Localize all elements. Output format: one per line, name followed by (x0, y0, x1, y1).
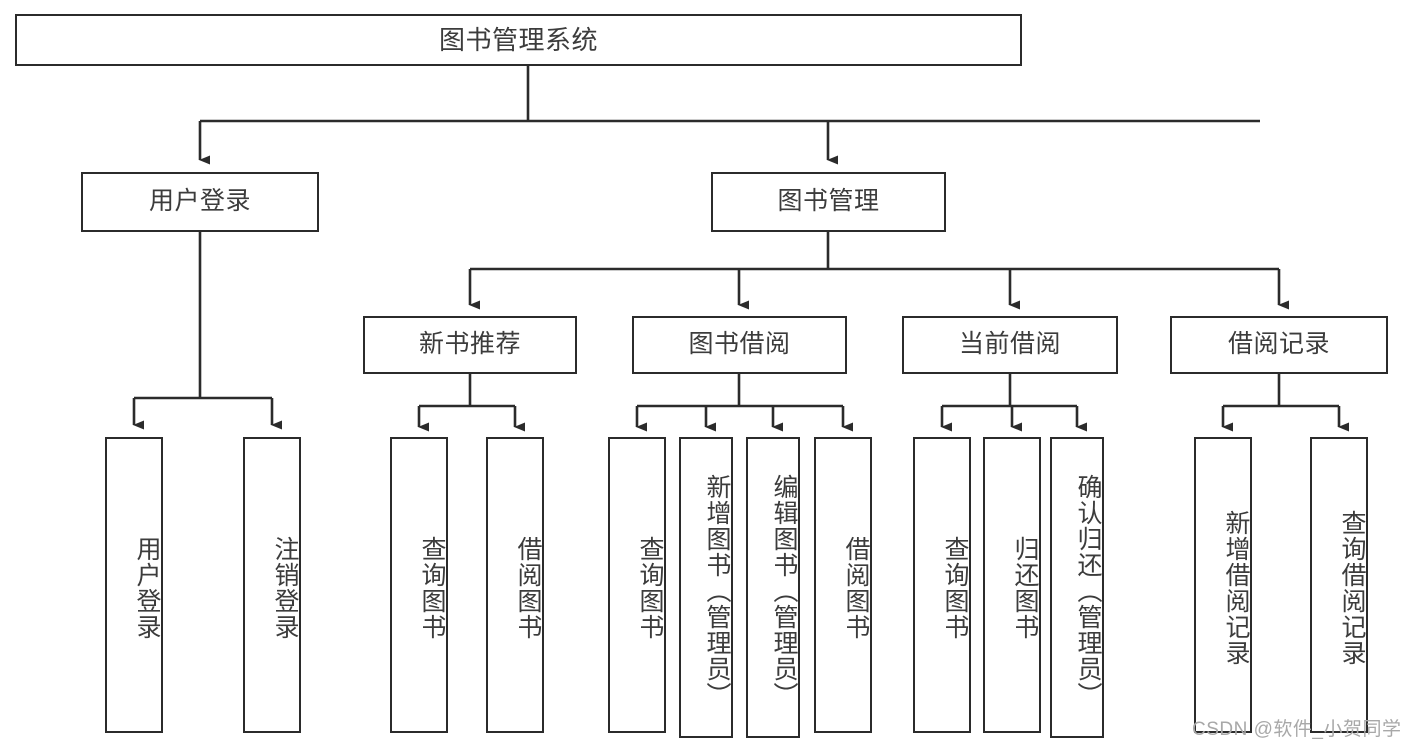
leaf-label: 用户登录 (133, 536, 161, 640)
leaf-node-confirm-return-admin[interactable]: 确认归还（管理员） (1050, 437, 1104, 738)
leaf-node-borrow-book-recommend[interactable]: 借阅图书 (486, 437, 544, 733)
leaf-label: 借阅图书 (514, 536, 542, 640)
node-book-manage[interactable]: 图书管理 (711, 172, 946, 232)
node-book-borrow[interactable]: 图书借阅 (632, 316, 847, 374)
root-to-level2-connectors (198, 66, 1260, 165)
node-user-login[interactable]: 用户登录 (81, 172, 319, 232)
leaf-node-return-book[interactable]: 归还图书 (983, 437, 1041, 733)
book-borrow-to-leaves-connectors (635, 374, 853, 432)
user-login-to-leaves-connectors (132, 232, 282, 430)
leaf-label: 查询图书 (418, 536, 446, 640)
current-borrow-to-leaves-connectors (940, 374, 1087, 432)
leaf-label: 新增图书（管理员） (703, 473, 731, 708)
leaf-label: 查询借阅记录 (1338, 510, 1366, 666)
leaf-node-query-book-current[interactable]: 查询图书 (913, 437, 971, 733)
leaf-node-add-book-admin[interactable]: 新增图书（管理员） (679, 437, 733, 738)
leaf-label: 查询图书 (941, 536, 969, 640)
leaf-node-query-book-borrow[interactable]: 查询图书 (608, 437, 666, 733)
node-borrow-record[interactable]: 借阅记录 (1170, 316, 1388, 374)
leaf-node-user-login[interactable]: 用户登录 (105, 437, 163, 733)
leaf-label: 确认归还（管理员） (1074, 473, 1102, 708)
new-book-rec-to-leaves-connectors (417, 374, 525, 432)
node-new-book-recommend[interactable]: 新书推荐 (363, 316, 577, 374)
leaf-node-logout-login[interactable]: 注销登录 (243, 437, 301, 733)
borrow-record-to-leaves-connectors (1221, 374, 1349, 432)
node-root-system[interactable]: 图书管理系统 (15, 14, 1022, 66)
csdn-watermark: CSDN @软件_小贺同学 (1192, 719, 1402, 740)
leaf-label: 借阅图书 (842, 536, 870, 640)
leaf-label: 编辑图书（管理员） (770, 473, 798, 708)
leaf-label: 新增借阅记录 (1222, 510, 1250, 666)
leaf-node-query-borrow-record[interactable]: 查询借阅记录 (1310, 437, 1368, 733)
leaf-label: 注销登录 (271, 536, 299, 640)
leaf-node-borrow-book-borrow[interactable]: 借阅图书 (814, 437, 872, 733)
leaf-label: 归还图书 (1011, 536, 1039, 640)
leaf-node-add-borrow-record[interactable]: 新增借阅记录 (1194, 437, 1252, 733)
leaf-node-edit-book-admin[interactable]: 编辑图书（管理员） (746, 437, 800, 738)
leaf-label: 查询图书 (636, 536, 664, 640)
book-manage-to-level3-connectors (468, 232, 1289, 310)
node-current-borrow[interactable]: 当前借阅 (902, 316, 1118, 374)
leaf-node-query-book-recommend[interactable]: 查询图书 (390, 437, 448, 733)
